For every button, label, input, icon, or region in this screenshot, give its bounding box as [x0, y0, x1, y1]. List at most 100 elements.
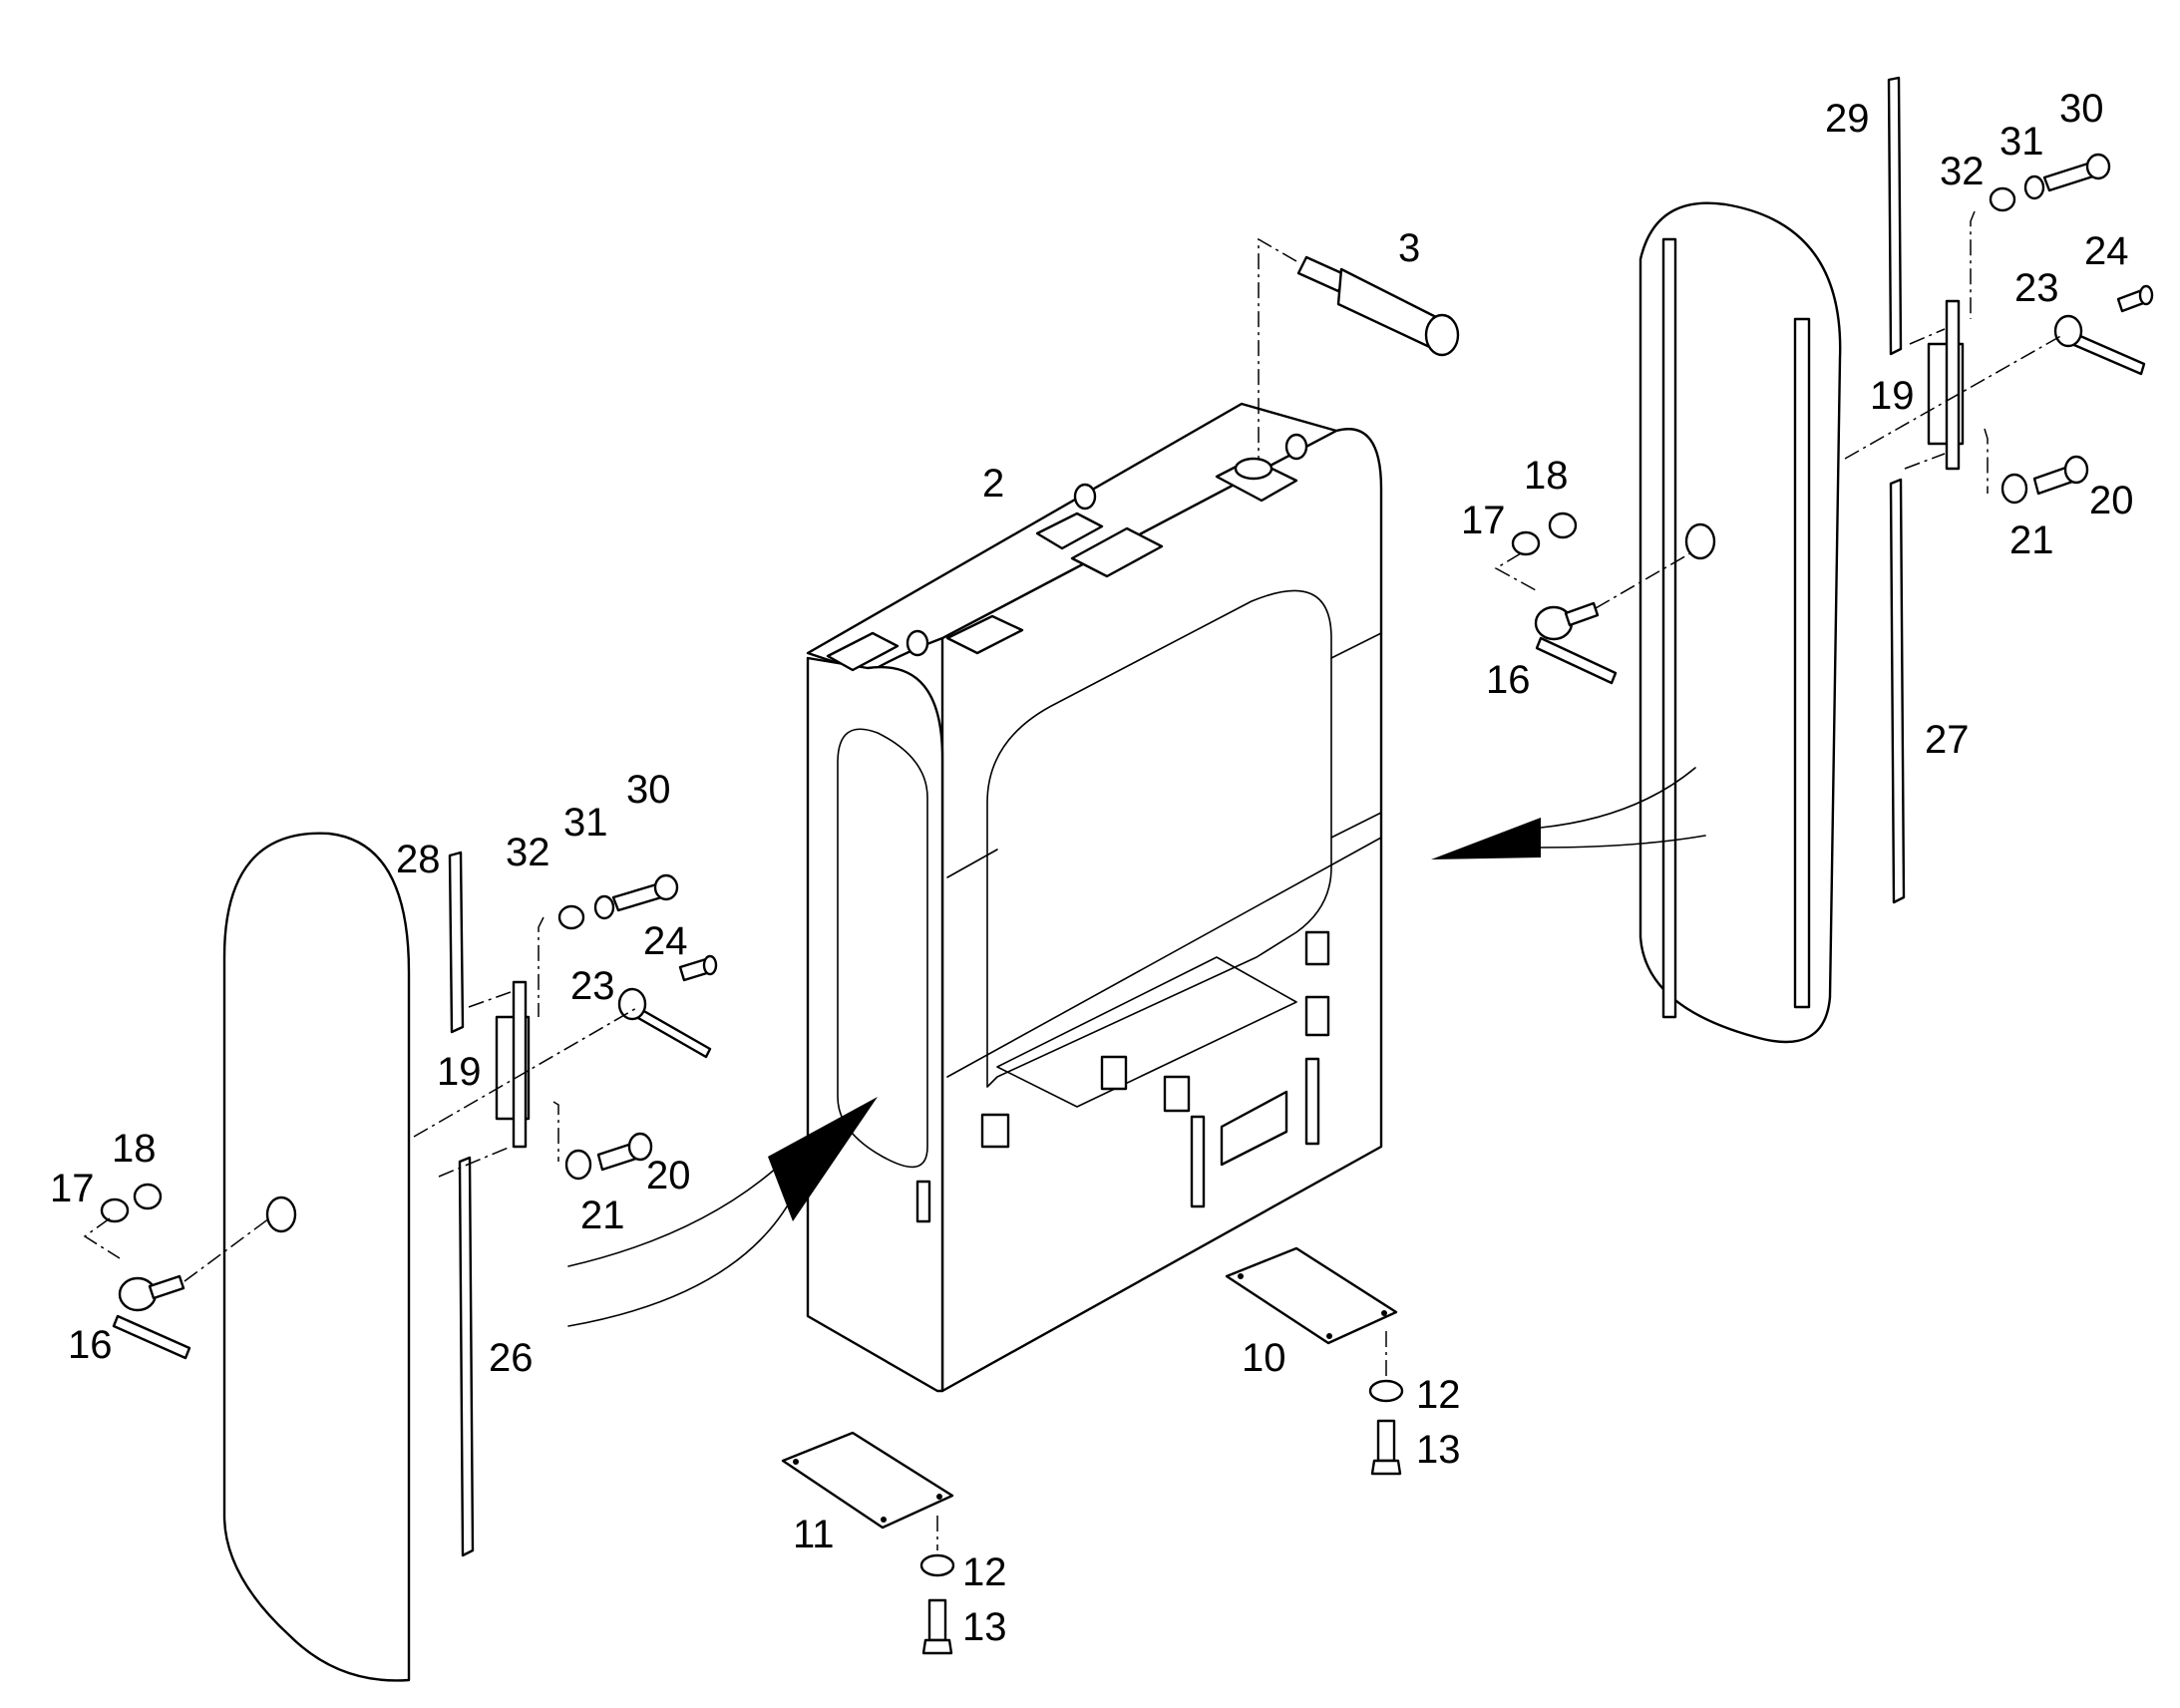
- callout-right-17: 17: [1461, 499, 1506, 542]
- callout-left-20: 20: [646, 1154, 691, 1197]
- callout-2: 2: [982, 462, 1004, 506]
- lifting-eye-c: [1284, 433, 1308, 461]
- right-leader-hinge: [1844, 333, 2065, 460]
- part-10-cover-plate: [1225, 1246, 1398, 1345]
- left-leader-handle: [183, 1217, 270, 1282]
- callout-13-right: 13: [1416, 1428, 1461, 1472]
- cover-plate-10: [1225, 1246, 1398, 1345]
- right-door-panel: [1638, 201, 1842, 1044]
- side-seam-mid: [1330, 812, 1382, 839]
- top-pad-a: [826, 631, 900, 672]
- right-door: [1638, 201, 1842, 1044]
- arrow-right-curve-bottom: [1540, 835, 1706, 849]
- callout-left-31: 31: [563, 801, 608, 845]
- callout-right-24: 24: [2084, 229, 2129, 273]
- right-hinge-leaf: [1945, 299, 1961, 471]
- callout-left-21: 21: [580, 1194, 625, 1237]
- callout-right-20: 20: [2089, 479, 2134, 522]
- cover-plate-10-hole: [1238, 1273, 1244, 1279]
- callout-right-16: 16: [1486, 658, 1531, 702]
- right-leader-strip-b: [1904, 453, 1946, 470]
- cover-plate-10-hole: [1326, 1333, 1332, 1339]
- left-handle-16-hub: [118, 1276, 158, 1312]
- callout-left-19: 19: [437, 1050, 482, 1094]
- left-strip-28: [448, 851, 465, 1034]
- callout-12-right: 12: [1416, 1373, 1461, 1417]
- left-door-lock-boss: [265, 1196, 297, 1233]
- bolt-13-left-head: [921, 1638, 953, 1655]
- right-washer-21: [2000, 473, 2028, 505]
- lifting-eye-a: [906, 629, 929, 657]
- callout-right-27: 27: [1925, 718, 1970, 762]
- assembly-arrow-right: [1431, 767, 1706, 859]
- right-leader-17: [1494, 552, 1537, 591]
- bolt-13-right-head: [1370, 1459, 1402, 1476]
- cover-plate-11-hole: [793, 1459, 799, 1465]
- pin-end: [1424, 313, 1460, 357]
- right-door-rib-b: [1793, 317, 1811, 1009]
- left-door: [222, 832, 411, 1682]
- top-pad-c: [1070, 526, 1164, 578]
- side-rail-2: [1304, 1057, 1320, 1146]
- arrow-left-curve-top: [567, 1166, 779, 1267]
- right-leader-32: [1970, 210, 1976, 319]
- callout-12-left: 12: [962, 1550, 1007, 1594]
- callout-10: 10: [1242, 1336, 1286, 1380]
- arrow-left-curve-bottom: [567, 1196, 794, 1327]
- arrow-right-curve-top: [1540, 767, 1696, 829]
- main-housing: [806, 402, 1383, 1393]
- right-leader-strip: [1909, 328, 1946, 345]
- left-handle-16-stud: [148, 1274, 185, 1300]
- right-strip-29: [1887, 76, 1903, 356]
- side-seam-upper-left: [946, 849, 998, 878]
- right-leader-21: [1984, 428, 1989, 494]
- top-pad-b: [945, 614, 1024, 655]
- side-port: [1220, 1090, 1288, 1167]
- right-leader-handle: [1595, 549, 1696, 609]
- callout-left-26: 26: [489, 1336, 534, 1380]
- left-washer-21: [564, 1149, 592, 1181]
- pin-leader: [1258, 237, 1297, 459]
- right-strip-27: [1889, 478, 1906, 904]
- callout-right-31: 31: [1999, 120, 2044, 164]
- side-plate-5: [1304, 995, 1330, 1037]
- left-leader-strip-b: [438, 1146, 512, 1178]
- right-handle-16-stud: [1564, 601, 1600, 627]
- callout-right-21: 21: [2009, 518, 2054, 562]
- left-leader-strip: [468, 991, 512, 1008]
- left-washer-17: [100, 1197, 130, 1223]
- side-plate-1: [980, 1113, 1010, 1149]
- left-handle-16-arm: [112, 1314, 191, 1360]
- side-rail-1: [1190, 1115, 1206, 1208]
- housing-front-face: [806, 656, 944, 1393]
- callout-right-29: 29: [1825, 97, 1870, 141]
- left-nut-18: [133, 1183, 163, 1210]
- callout-left-32: 32: [506, 831, 550, 874]
- callout-13-left: 13: [962, 1605, 1007, 1649]
- right-bolt-30-head: [2085, 153, 2111, 180]
- left-bolt-30-head: [653, 873, 679, 901]
- left-lever-23-head: [617, 987, 647, 1021]
- right-hinge-19: [1927, 299, 1965, 471]
- callout-3: 3: [1398, 226, 1420, 270]
- bolt-13-right-shank: [1376, 1419, 1396, 1463]
- right-door-rib-a: [1661, 237, 1677, 1019]
- right-bolt-20-head: [2063, 455, 2089, 485]
- callout-right-19: 19: [1870, 374, 1915, 418]
- assembly-arrow-left: [567, 1097, 878, 1327]
- left-nut-32: [557, 904, 585, 930]
- callout-left-28: 28: [396, 838, 441, 881]
- washer-12-right: [1368, 1379, 1404, 1403]
- callout-left-23: 23: [570, 964, 615, 1008]
- side-opening: [986, 589, 1332, 1088]
- side-seam-upper-right: [1330, 632, 1382, 659]
- washer-12-left: [919, 1553, 955, 1577]
- arrow-left-head: [768, 1097, 878, 1221]
- side-plate-2: [1100, 1055, 1128, 1091]
- left-screw-24-head: [702, 954, 718, 976]
- left-leader-17: [83, 1217, 121, 1259]
- front-latch-bracket: [915, 1180, 931, 1223]
- callout-right-23: 23: [2014, 266, 2059, 310]
- callout-labels: 2 3 10 11 12 13 12 13 16 17 18 19 20 21 …: [50, 87, 2134, 1649]
